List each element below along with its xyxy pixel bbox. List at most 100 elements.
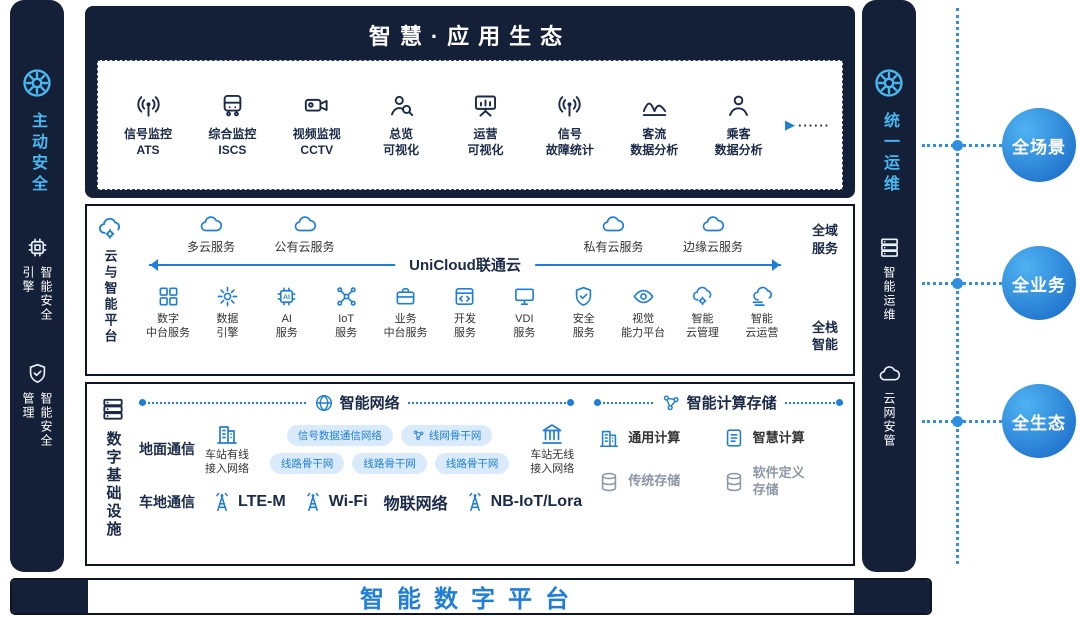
- ai-chip-icon: [275, 285, 298, 308]
- ground-comm-label: 地面通信: [139, 441, 195, 458]
- cloud-fast-icon: [750, 285, 773, 308]
- ai-core-icon: [20, 66, 54, 100]
- sidebar-item-smart-ops: 智能运维: [878, 236, 901, 322]
- antenna-tower-icon: [211, 491, 233, 513]
- left-sidebar-active-security: 主动安全 智能安全 引擎 智能安全 管理: [10, 0, 64, 572]
- train-ground-communication-row: 车地通信 LTE-M Wi-Fi 物联网络 NB-IoT/Lora: [139, 490, 582, 514]
- dotted-line-left: [139, 399, 306, 406]
- cloud-item-multicloud: 多云服务: [187, 212, 235, 255]
- cloud-item-edge: 边缘云服务: [683, 212, 743, 255]
- smart-digital-platform-bar: 智能数字平台: [10, 578, 932, 615]
- gear-icon: [216, 285, 239, 308]
- smart-compute-storage-section: 智能计算存储 通用计算 智慧计算 传统存储: [584, 392, 844, 556]
- pill-route-backbone-1: 线路骨干网: [269, 452, 345, 474]
- pill-line-network-backbone: 线网骨干网: [400, 424, 493, 446]
- person-icon: [725, 92, 752, 119]
- goal-circle-all-business: 全业务: [1002, 246, 1076, 320]
- note-icon: [723, 427, 745, 449]
- fullstack-intelligence-label: 全栈 智能: [811, 319, 838, 353]
- signal-broadcast-icon: [135, 92, 162, 119]
- cloud-gear-icon: [97, 216, 123, 242]
- cloud-item-private: 私有云服务: [583, 212, 644, 255]
- global-service-label: 全域 服务: [811, 223, 838, 256]
- cctv-camera-icon: [303, 92, 330, 119]
- service-security: 安全 服务: [555, 285, 613, 341]
- service-business-middle: 业务 中台服务: [377, 285, 435, 341]
- app-layer-title: 智慧·应用生态: [368, 24, 572, 49]
- app-item-operation-visual: 运营 可视化: [448, 92, 524, 158]
- pill-route-backbone-3: 线路骨干网: [434, 452, 510, 474]
- building-icon: [598, 427, 620, 449]
- dotted-line-right: [407, 399, 575, 406]
- train-item-wifi: Wi-Fi: [302, 491, 368, 513]
- briefcase-icon: [394, 285, 417, 308]
- building-icon: [215, 422, 239, 446]
- app-item-fault-stats: 信号 故障统计: [532, 92, 608, 158]
- infra-main-area: 智能网络 地面通信 车站有线 接入网络 信号数据通信网络: [139, 384, 853, 564]
- storage-item-software-defined: 软件定义 存储: [723, 465, 839, 499]
- sidebar-item-security-engine: 智能安全 引擎: [19, 236, 55, 322]
- junction-dot: [951, 416, 963, 427]
- bottom-bar-title: 智能数字平台: [360, 586, 582, 613]
- cloud-main-area: 多云服务 公有云服务 私有云服务 边缘云服务: [133, 206, 797, 374]
- smart-network-title: 智能网络: [339, 395, 400, 412]
- compute-storage-header: 智能计算存储: [594, 392, 844, 413]
- goal-circle-all-scenarios: 全场景: [1002, 108, 1076, 182]
- app-panel: 信号监控 ATS 综合监控 ISCS 视频监视 CCTV 总览 可视化 运营 可…: [97, 60, 843, 190]
- database-icon: [723, 471, 745, 493]
- monitor-icon: [513, 285, 536, 308]
- app-item-iscs: 综合监控 ISCS: [194, 92, 270, 158]
- grid-icon: [157, 285, 180, 308]
- center-spacer: [374, 212, 544, 255]
- left-sidebar-title: 主动安全: [29, 112, 46, 196]
- goal-circle-all-ecosystem: 全生态: [1002, 384, 1076, 458]
- train-item-lte-m: LTE-M: [211, 491, 286, 513]
- platform-services-row: 数字 中台服务 数据 引擎 AI 服务 IoT 服务 业务 中台服务: [135, 276, 795, 341]
- ellipsis-dots: ······: [798, 117, 830, 133]
- cloud-icon: [293, 212, 317, 236]
- service-vdi: VDI 服务: [495, 285, 553, 341]
- ground-communication-row: 地面通信 车站有线 接入网络 信号数据通信网络 线网骨干网: [139, 422, 574, 477]
- app-more-indicator: ▶ ······: [785, 117, 830, 133]
- train-icon: [219, 92, 246, 119]
- infra-side-label-block: 数字基础设施: [87, 384, 139, 564]
- cpu-icon: [26, 236, 49, 259]
- eye-icon: [632, 285, 655, 308]
- service-ai: AI 服务: [258, 285, 316, 341]
- service-cloud-mgmt: 智能 云管理: [674, 285, 732, 341]
- service-cloud-ops: 智能 云运营: [733, 285, 791, 341]
- station-wireless-network: 车站无线 接入网络: [530, 422, 574, 477]
- antenna-tower-icon: [464, 491, 486, 513]
- presentation-board-icon: [472, 92, 499, 119]
- dotted-line-left: [594, 399, 653, 406]
- service-iot: IoT 服务: [317, 285, 375, 341]
- cloud-icon: [199, 212, 223, 236]
- cloud-icon: [601, 212, 625, 236]
- cloud-side-label-block: 云与智能平台: [87, 206, 133, 374]
- compute-storage-title: 智能计算存储: [686, 395, 777, 412]
- server-icon: [878, 236, 901, 259]
- app-item-overview: 总览 可视化: [363, 92, 439, 158]
- shield-icon: [572, 285, 595, 308]
- train-item-iot-network: 物联网络: [383, 495, 448, 513]
- app-item-passenger-analysis: 乘客 数据分析: [701, 92, 777, 158]
- arrow-right-icon: ▶: [785, 117, 795, 132]
- junction-dot: [951, 278, 963, 289]
- sidebar-item-cloud-network-security: 云网安管: [878, 362, 901, 448]
- server-stack-icon: [100, 396, 126, 422]
- person-search-icon: [388, 92, 415, 119]
- bottom-bar-right-cap: [854, 580, 930, 613]
- molecule-icon: [661, 393, 681, 413]
- compute-item-general: 通用计算: [598, 427, 714, 449]
- pill-route-backbone-2: 线路骨干网: [352, 452, 427, 474]
- unicloud-label: UniCloud联通云: [395, 254, 535, 275]
- right-sidebar-unified-ops: 统一运维 智能运维 云网安管: [862, 0, 916, 572]
- cloud-icon: [878, 362, 901, 385]
- app-item-cctv: 视频监视 CCTV: [279, 92, 355, 158]
- digital-infrastructure-layer: 数字基础设施 智能网络 地面通信 车站有线 接入网络: [85, 382, 855, 566]
- service-data-engine: 数据 引擎: [198, 285, 256, 341]
- antenna-tower-icon: [302, 491, 324, 513]
- iot-icon: [335, 285, 358, 308]
- service-vision: 视觉 能力平台: [614, 285, 672, 341]
